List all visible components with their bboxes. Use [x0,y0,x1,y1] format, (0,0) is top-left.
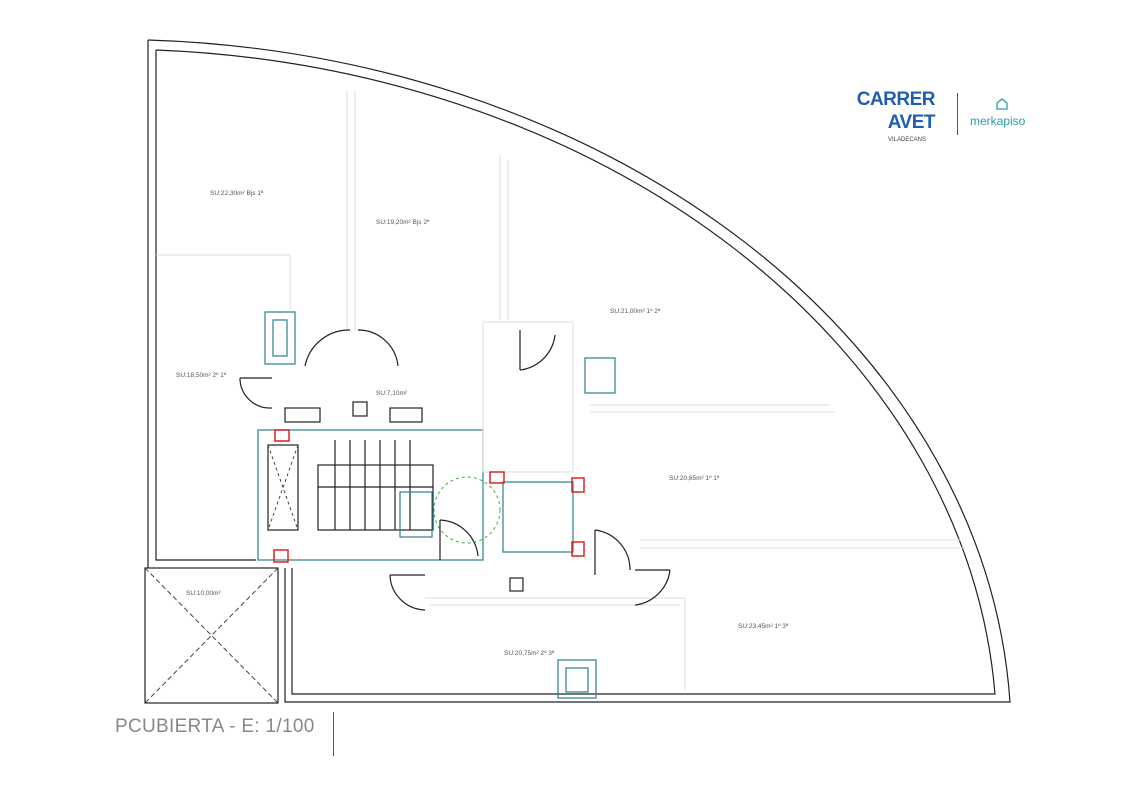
plan-title: PCUBIERTA - E: 1/100 [115,716,315,737]
elevator-cross [267,444,299,531]
brand-subtitle: VILADECANS [888,137,927,143]
title-divider [333,712,334,756]
room-label: SU:22,30m² Bjs 1ª [210,190,264,197]
shaft-box [399,491,433,538]
stair-core [257,429,484,561]
room-label: SU:10,00m² [186,590,222,597]
room-label: SU:20,65m² 1º 1ª [669,475,720,482]
room-label: SU:18,50m² 2º 1ª [176,372,227,379]
drain [509,577,524,592]
partitions [156,90,965,690]
logo-divider [957,93,958,135]
turning-circle [433,476,501,544]
room-label: SU:21,00m² 1º 2ª [610,308,661,315]
shaft [571,477,585,493]
stair-room [482,321,574,473]
vent-box [264,311,296,365]
void-cross [144,567,279,704]
doors [239,329,671,611]
room-label: SU:20,75m² 2º 3ª [504,650,555,657]
west-wall [147,40,256,568]
room-box [502,481,574,553]
shaft [274,429,290,442]
shaft [571,541,585,557]
room-label: SU:23,45m² 1º 3ª [738,623,789,630]
brand-logo: CARRER AVET [838,88,936,134]
vent-box-inner [272,319,288,357]
fixture [389,407,423,423]
vent-box-inner [565,667,589,693]
room-label: SU:19,20m² Bjs 2ª [376,219,430,226]
drain [352,401,368,417]
outer-wall [147,39,1011,703]
brand-line1: CARRER [856,89,936,110]
partner-logo: merkapiso [970,114,1026,128]
void-square [144,567,279,704]
vent-box [557,659,597,699]
stair-steps [318,440,433,530]
fixture [284,407,321,423]
shaft [273,549,289,563]
inner-wall [155,49,996,695]
elevator [267,444,299,531]
brand-line2: AVET [887,112,936,133]
room-label: SU:7,10m² [376,390,408,397]
vent-box [584,357,616,394]
stairs [317,464,434,531]
house-icon [996,98,1008,110]
shaft [489,471,505,484]
